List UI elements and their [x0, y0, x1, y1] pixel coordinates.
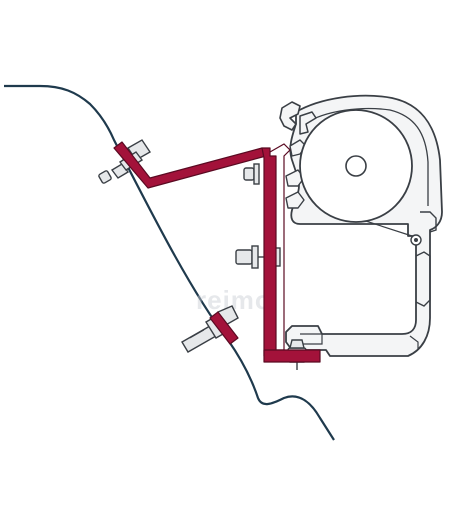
vehicle-body-contour [4, 84, 335, 441]
fabric-roller [299, 109, 413, 223]
adapter-bracket [113, 141, 321, 363]
bolt-upper-right [243, 163, 260, 185]
